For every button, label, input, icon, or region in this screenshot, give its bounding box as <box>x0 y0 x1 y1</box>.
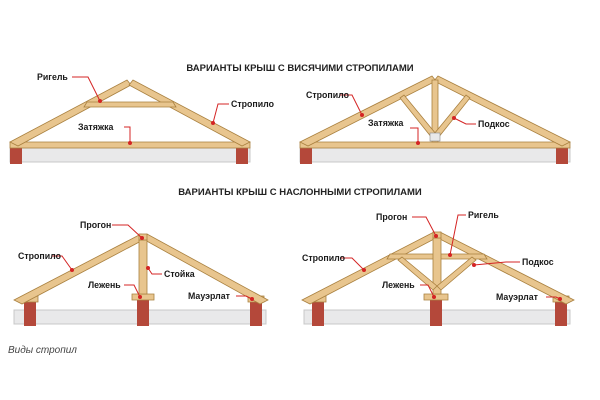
label-rigel: Ригель <box>37 72 68 82</box>
dot-podkos <box>452 116 456 120</box>
leader-progon <box>412 216 437 237</box>
leader-podkos <box>453 117 476 125</box>
rafter-left <box>301 231 439 305</box>
label-rigel: Ригель <box>468 210 499 220</box>
leader-rigel <box>72 76 101 102</box>
label-lezhen: Лежень <box>88 280 121 290</box>
leader-stropilo <box>212 103 229 124</box>
label-progon: Прогон <box>376 212 407 222</box>
strut-left <box>397 256 438 291</box>
post-bracket <box>429 132 441 142</box>
label-stoyka: Стойка <box>164 269 195 279</box>
label-zatyazhka: Затяжка <box>368 118 403 128</box>
ceiling-slab <box>9 147 251 163</box>
label-mauerlat: Мауэрлат <box>188 291 231 301</box>
diagram-hanging-kingpost: Стропило Затяжка Подкос <box>299 75 571 164</box>
leader-mauerlat <box>236 295 253 300</box>
label-stropilo: Стропило <box>306 90 350 100</box>
sill-beam <box>131 293 155 301</box>
label-zatyazhka: Затяжка <box>78 122 113 132</box>
label-stropilo: Стропило <box>18 251 62 261</box>
diagram-layered-struts: Прогон Ригель Стропило Подкос Лежень Мау… <box>301 210 575 326</box>
leader-stropilo <box>52 255 73 271</box>
title-hanging-rafters: ВАРИАНТЫ КРЫШ С ВИСЯЧИМИ СТРОПИЛАМИ <box>186 63 413 74</box>
figure-caption: Виды стропил <box>8 345 77 356</box>
brick-wall-right <box>236 146 248 164</box>
leader-zatyazhka <box>124 126 131 143</box>
leader-lezhen <box>420 284 435 298</box>
brick-wall-left <box>300 146 312 164</box>
strut-right <box>433 94 471 139</box>
rafter-left <box>9 79 132 147</box>
post <box>138 239 148 295</box>
brick-wall-right <box>250 300 262 326</box>
king-post <box>431 79 439 143</box>
dot-zatyazhka <box>416 141 420 145</box>
collar-beam <box>83 101 177 108</box>
label-podkos: Подкос <box>478 119 510 129</box>
strut-right <box>436 256 477 291</box>
leader-zatyazhka <box>410 127 419 143</box>
dot-podkos <box>472 263 476 267</box>
dot-mauerlat <box>558 297 562 301</box>
dot-progon <box>434 234 438 238</box>
dot-rigel <box>98 99 102 103</box>
dot-stoyka <box>146 266 150 270</box>
label-stropilo: Стропило <box>231 99 275 109</box>
rafter-left <box>13 233 146 305</box>
label-progon: Прогон <box>80 220 111 230</box>
brick-wall-center <box>137 300 149 326</box>
dot-mauerlat <box>250 297 254 301</box>
dot-stropilo <box>70 268 74 272</box>
dot-stropilo <box>360 113 364 117</box>
leader-progon <box>112 224 143 239</box>
title-layered-rafters: ВАРИАНТЫ КРЫШ С НАСЛОННЫМИ СТРОПИЛАМИ <box>178 187 422 198</box>
leader-stoyka <box>147 267 162 275</box>
dot-lezhen <box>432 295 436 299</box>
ceiling-slab <box>299 147 571 163</box>
tie-beam <box>299 141 571 149</box>
label-mauerlat: Мауэрлат <box>496 292 539 302</box>
dot-lezhen <box>138 295 142 299</box>
diagram-layered-post: Прогон Стропило Стойка Лежень Мауэрлат <box>13 220 269 326</box>
dot-stropilo <box>362 268 366 272</box>
brick-wall-left <box>10 146 22 164</box>
leader-stropilo <box>340 94 363 116</box>
brick-wall-left <box>312 300 324 326</box>
leader-lezhen <box>124 284 141 298</box>
label-lezhen: Лежень <box>382 280 415 290</box>
brick-wall-right <box>556 146 568 164</box>
dot-stropilo <box>211 121 215 125</box>
leader-rigel <box>449 214 466 256</box>
dot-rigel <box>448 253 452 257</box>
dot-zatyazhka <box>128 141 132 145</box>
label-podkos: Подкос <box>522 257 554 267</box>
rafter-right <box>128 79 251 147</box>
brick-wall-right <box>555 300 567 326</box>
leader-podkos <box>473 261 520 266</box>
leader-stropilo <box>340 257 365 271</box>
brick-wall-center <box>430 300 442 326</box>
label-stropilo: Стропило <box>302 253 346 263</box>
dot-progon <box>140 236 144 240</box>
diagram-hanging-collar: Ригель Стропило Затяжка <box>9 72 275 164</box>
brick-wall-left <box>24 300 36 326</box>
